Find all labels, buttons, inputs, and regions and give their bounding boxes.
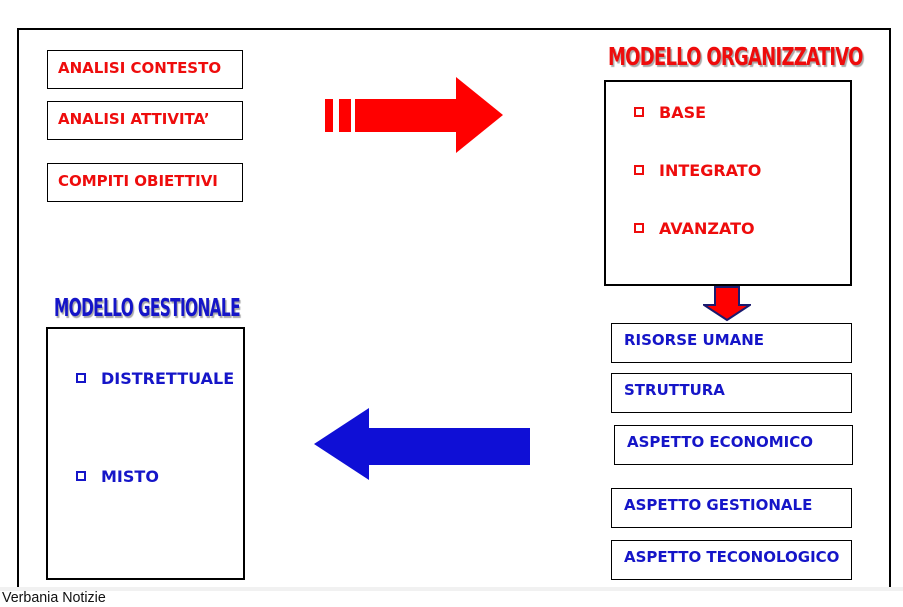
org-item-base: BASE: [634, 102, 706, 122]
aspect-box-label: STRUTTURA: [624, 381, 725, 399]
aspect-box-gestionale: ASPETTO GESTIONALE: [611, 488, 852, 528]
analysis-box-label: ANALISI ATTIVITA’: [58, 110, 210, 128]
blue-left-arrow-icon: [314, 408, 530, 480]
analysis-box-label: ANALISI CONTESTO: [58, 59, 222, 77]
analysis-box-label: COMPITI OBIETTIVI: [58, 172, 218, 190]
org-item-integrato: INTEGRATO: [634, 160, 761, 180]
bullet-square-icon: [634, 223, 644, 233]
bullet-square-icon: [76, 373, 86, 383]
aspect-box-risorse-umane: RISORSE UMANE: [611, 323, 852, 363]
mgmt-item-misto: MISTO: [76, 466, 159, 486]
aspect-box-struttura: STRUTTURA: [611, 373, 852, 413]
mgmt-item-distrettuale: DISTRETTUALE: [76, 368, 234, 388]
bullet-square-icon: [76, 471, 86, 481]
aspect-box-tecnologico: ASPETTO TECONOLOGICO: [611, 540, 852, 580]
bullet-square-icon: [634, 107, 644, 117]
aspect-box-label: ASPETTO ECONOMICO: [627, 433, 814, 451]
org-item-avanzato: AVANZATO: [634, 218, 755, 238]
org-item-label: INTEGRATO: [659, 160, 762, 180]
analysis-box-compiti: COMPITI OBIETTIVI: [47, 163, 243, 202]
outer-frame: [17, 28, 891, 588]
red-down-arrow-icon: [703, 286, 751, 322]
organizational-model-title: MODELLO ORGANIZZATIVO: [608, 41, 863, 72]
aspect-box-label: RISORSE UMANE: [624, 331, 765, 349]
org-item-label: BASE: [659, 102, 707, 122]
analysis-box-contesto: ANALISI CONTESTO: [47, 50, 243, 89]
management-model-box: [46, 327, 245, 580]
org-item-label: AVANZATO: [659, 218, 755, 238]
mgmt-item-label: DISTRETTUALE: [101, 368, 235, 388]
page-edge-band: [0, 587, 903, 591]
management-model-title: MODELLO GESTIONALE: [54, 292, 241, 323]
aspect-box-economico: ASPETTO ECONOMICO: [614, 425, 853, 465]
analysis-box-attivita: ANALISI ATTIVITA’: [47, 101, 243, 140]
footer-credit: Verbania Notizie: [2, 589, 106, 606]
aspect-box-label: ASPETTO TECONOLOGICO: [624, 548, 840, 566]
aspect-box-label: ASPETTO GESTIONALE: [624, 496, 813, 514]
mgmt-item-label: MISTO: [101, 466, 159, 486]
bullet-square-icon: [634, 165, 644, 175]
red-striped-right-arrow-icon: [325, 77, 503, 153]
organizational-model-box: [604, 80, 852, 286]
